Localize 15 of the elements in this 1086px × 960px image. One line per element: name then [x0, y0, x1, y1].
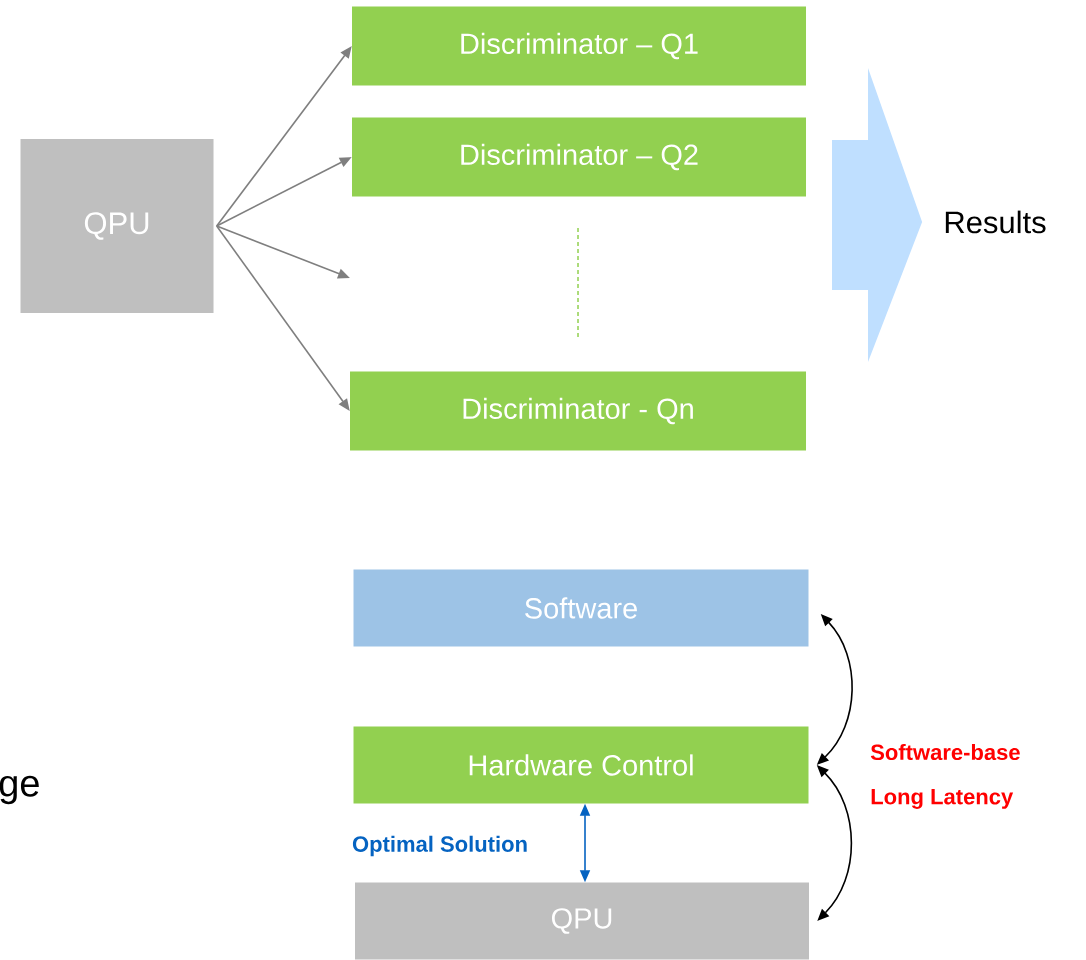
text-fragment: ge	[0, 775, 39, 805]
process-box: Discriminator – Q1	[352, 6, 806, 86]
process-box: Discriminator – Q2	[352, 117, 806, 197]
block-arrow	[832, 68, 923, 362]
process-box: Discriminator - Qn	[350, 371, 806, 451]
processor-box: QPU	[355, 882, 809, 960]
processor-box: QPU	[20, 139, 214, 313]
arrow	[215, 46, 352, 227]
annotation-text: Software-base	[870, 743, 1020, 761]
software-box: Software	[353, 569, 809, 647]
text-label: Results	[945, 210, 1046, 234]
control-box: Hardware Control	[353, 726, 809, 804]
annotation-text: Long Latency	[871, 789, 1014, 809]
arrow	[215, 225, 350, 411]
edge-label: Optimal Solution	[351, 834, 529, 858]
